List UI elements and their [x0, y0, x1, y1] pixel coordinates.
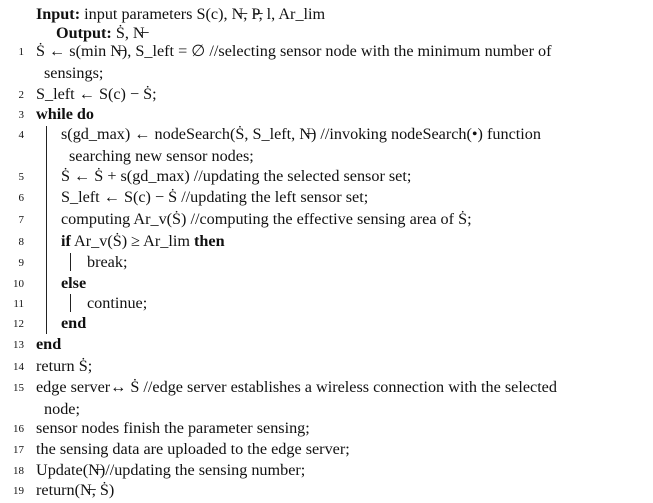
- line-number: 12: [13, 318, 24, 330]
- algo-line-13: 13 end: [13, 334, 647, 356]
- algo-line-4: 4 s(gd_max) ← nodeSearch(Ṡ, S_left, N̶) …: [19, 124, 647, 167]
- line-number: 3: [18, 109, 25, 121]
- line-number: 16: [13, 423, 24, 435]
- end-keyword: end: [61, 314, 87, 332]
- line-number: 4: [18, 129, 25, 141]
- line-number: 18: [13, 465, 24, 477]
- algo-line-9: 9 break;: [19, 252, 647, 274]
- line-text: S_left ← S(c) − Ṡ;: [36, 85, 157, 103]
- algo-line-19: 19 return(N̶, Ṡ): [13, 480, 647, 502]
- if-keyword: if: [61, 232, 71, 250]
- else-keyword: else: [61, 274, 87, 292]
- line-text: Update(N̶)//updating the sensing number;: [36, 461, 306, 479]
- line-number: 15: [13, 382, 24, 394]
- algo-line-5: 5 Ṡ ← Ṡ + s(gd_max) //updating the selec…: [19, 166, 647, 188]
- line-continuation: node;: [44, 399, 80, 418]
- line-number: 2: [18, 89, 25, 101]
- line-number: 8: [18, 236, 25, 248]
- line-text: S_left ← S(c) − Ṡ //updating the left se…: [61, 188, 369, 206]
- line-number: 17: [13, 444, 24, 456]
- line-number: 9: [18, 257, 25, 269]
- line-number: 13: [13, 339, 24, 351]
- output-label: Output:: [56, 24, 112, 42]
- algo-line-1: 1 Ṡ ← s(min N̶), S_left = ∅ //selecting …: [19, 41, 647, 84]
- line-number: 5: [18, 171, 25, 183]
- line-text: continue;: [87, 294, 148, 312]
- line-number: 19: [13, 485, 24, 497]
- algo-line-7: 7 computing Ar_v(Ṡ) //computing the effe…: [19, 209, 647, 231]
- algo-line-15: 15 edge server↔ Ṡ //edge server establis…: [13, 377, 647, 420]
- while-keyword: while do: [36, 105, 95, 123]
- algo-line-14: 14 return Ṡ;: [13, 356, 647, 378]
- line-text: Ṡ ← Ṡ + s(gd_max) //updating the selecte…: [61, 167, 412, 185]
- algo-line-18: 18 Update(N̶)//updating the sensing numb…: [13, 460, 647, 482]
- line-text: edge server↔ Ṡ //edge server establishes…: [36, 378, 557, 396]
- algo-line-2: 2 S_left ← S(c) − Ṡ;: [19, 84, 647, 106]
- algo-line-11: 11 continue;: [13, 293, 647, 315]
- algo-line-12: 12 end: [13, 313, 647, 335]
- algo-line-17: 17 the sensing data are uploaded to the …: [13, 439, 647, 461]
- line-text: Ar_v(Ṡ) ≥ Ar_lim: [74, 232, 190, 250]
- input-text: input parameters S(c), N̶, P̶, l, Ar_lim: [84, 5, 326, 23]
- algo-line-16: 16 sensor nodes finish the parameter sen…: [13, 418, 647, 440]
- then-keyword: then: [194, 232, 225, 250]
- line-number: 1: [18, 46, 25, 58]
- line-continuation: searching new sensor nodes;: [69, 146, 254, 165]
- line-text: return Ṡ;: [36, 357, 93, 375]
- line-text: computing Ar_v(Ṡ) //computing the effect…: [61, 210, 472, 228]
- output-text: Ṡ, N̶: [115, 24, 145, 42]
- line-text: the sensing data are uploaded to the edg…: [36, 440, 350, 458]
- input-label: Input:: [36, 5, 81, 23]
- algo-line-6: 6 S_left ← S(c) − Ṡ //updating the left …: [19, 187, 647, 209]
- line-number: 6: [18, 192, 25, 204]
- else-block-bar: [70, 294, 71, 312]
- line-number: 10: [13, 278, 24, 290]
- line-text: Ṡ ← s(min N̶), S_left = ∅ //selecting se…: [36, 42, 552, 60]
- line-text: break;: [87, 253, 128, 271]
- end-keyword: end: [36, 335, 62, 353]
- line-text: s(gd_max) ← nodeSearch(Ṡ, S_left, N̶) //…: [61, 125, 541, 143]
- line-continuation: sensings;: [44, 63, 104, 82]
- line-number: 11: [13, 298, 24, 310]
- algo-line-10: 10 else: [13, 273, 647, 295]
- algo-line-3: 3 while do: [19, 104, 647, 126]
- line-number: 14: [13, 361, 24, 373]
- line-text: return(N̶, Ṡ): [36, 481, 115, 499]
- if-block-bar: [70, 253, 71, 271]
- line-number: 7: [18, 214, 25, 226]
- while-block-bar: [46, 126, 47, 334]
- input-line: Input: input parameters S(c), N̶, P̶, l,…: [36, 4, 325, 26]
- line-text: sensor nodes finish the parameter sensin…: [36, 419, 310, 437]
- algo-line-8: 8 if Ar_v(Ṡ) ≥ Ar_lim then: [19, 231, 647, 253]
- output-line: Output: Ṡ, N̶: [56, 23, 145, 45]
